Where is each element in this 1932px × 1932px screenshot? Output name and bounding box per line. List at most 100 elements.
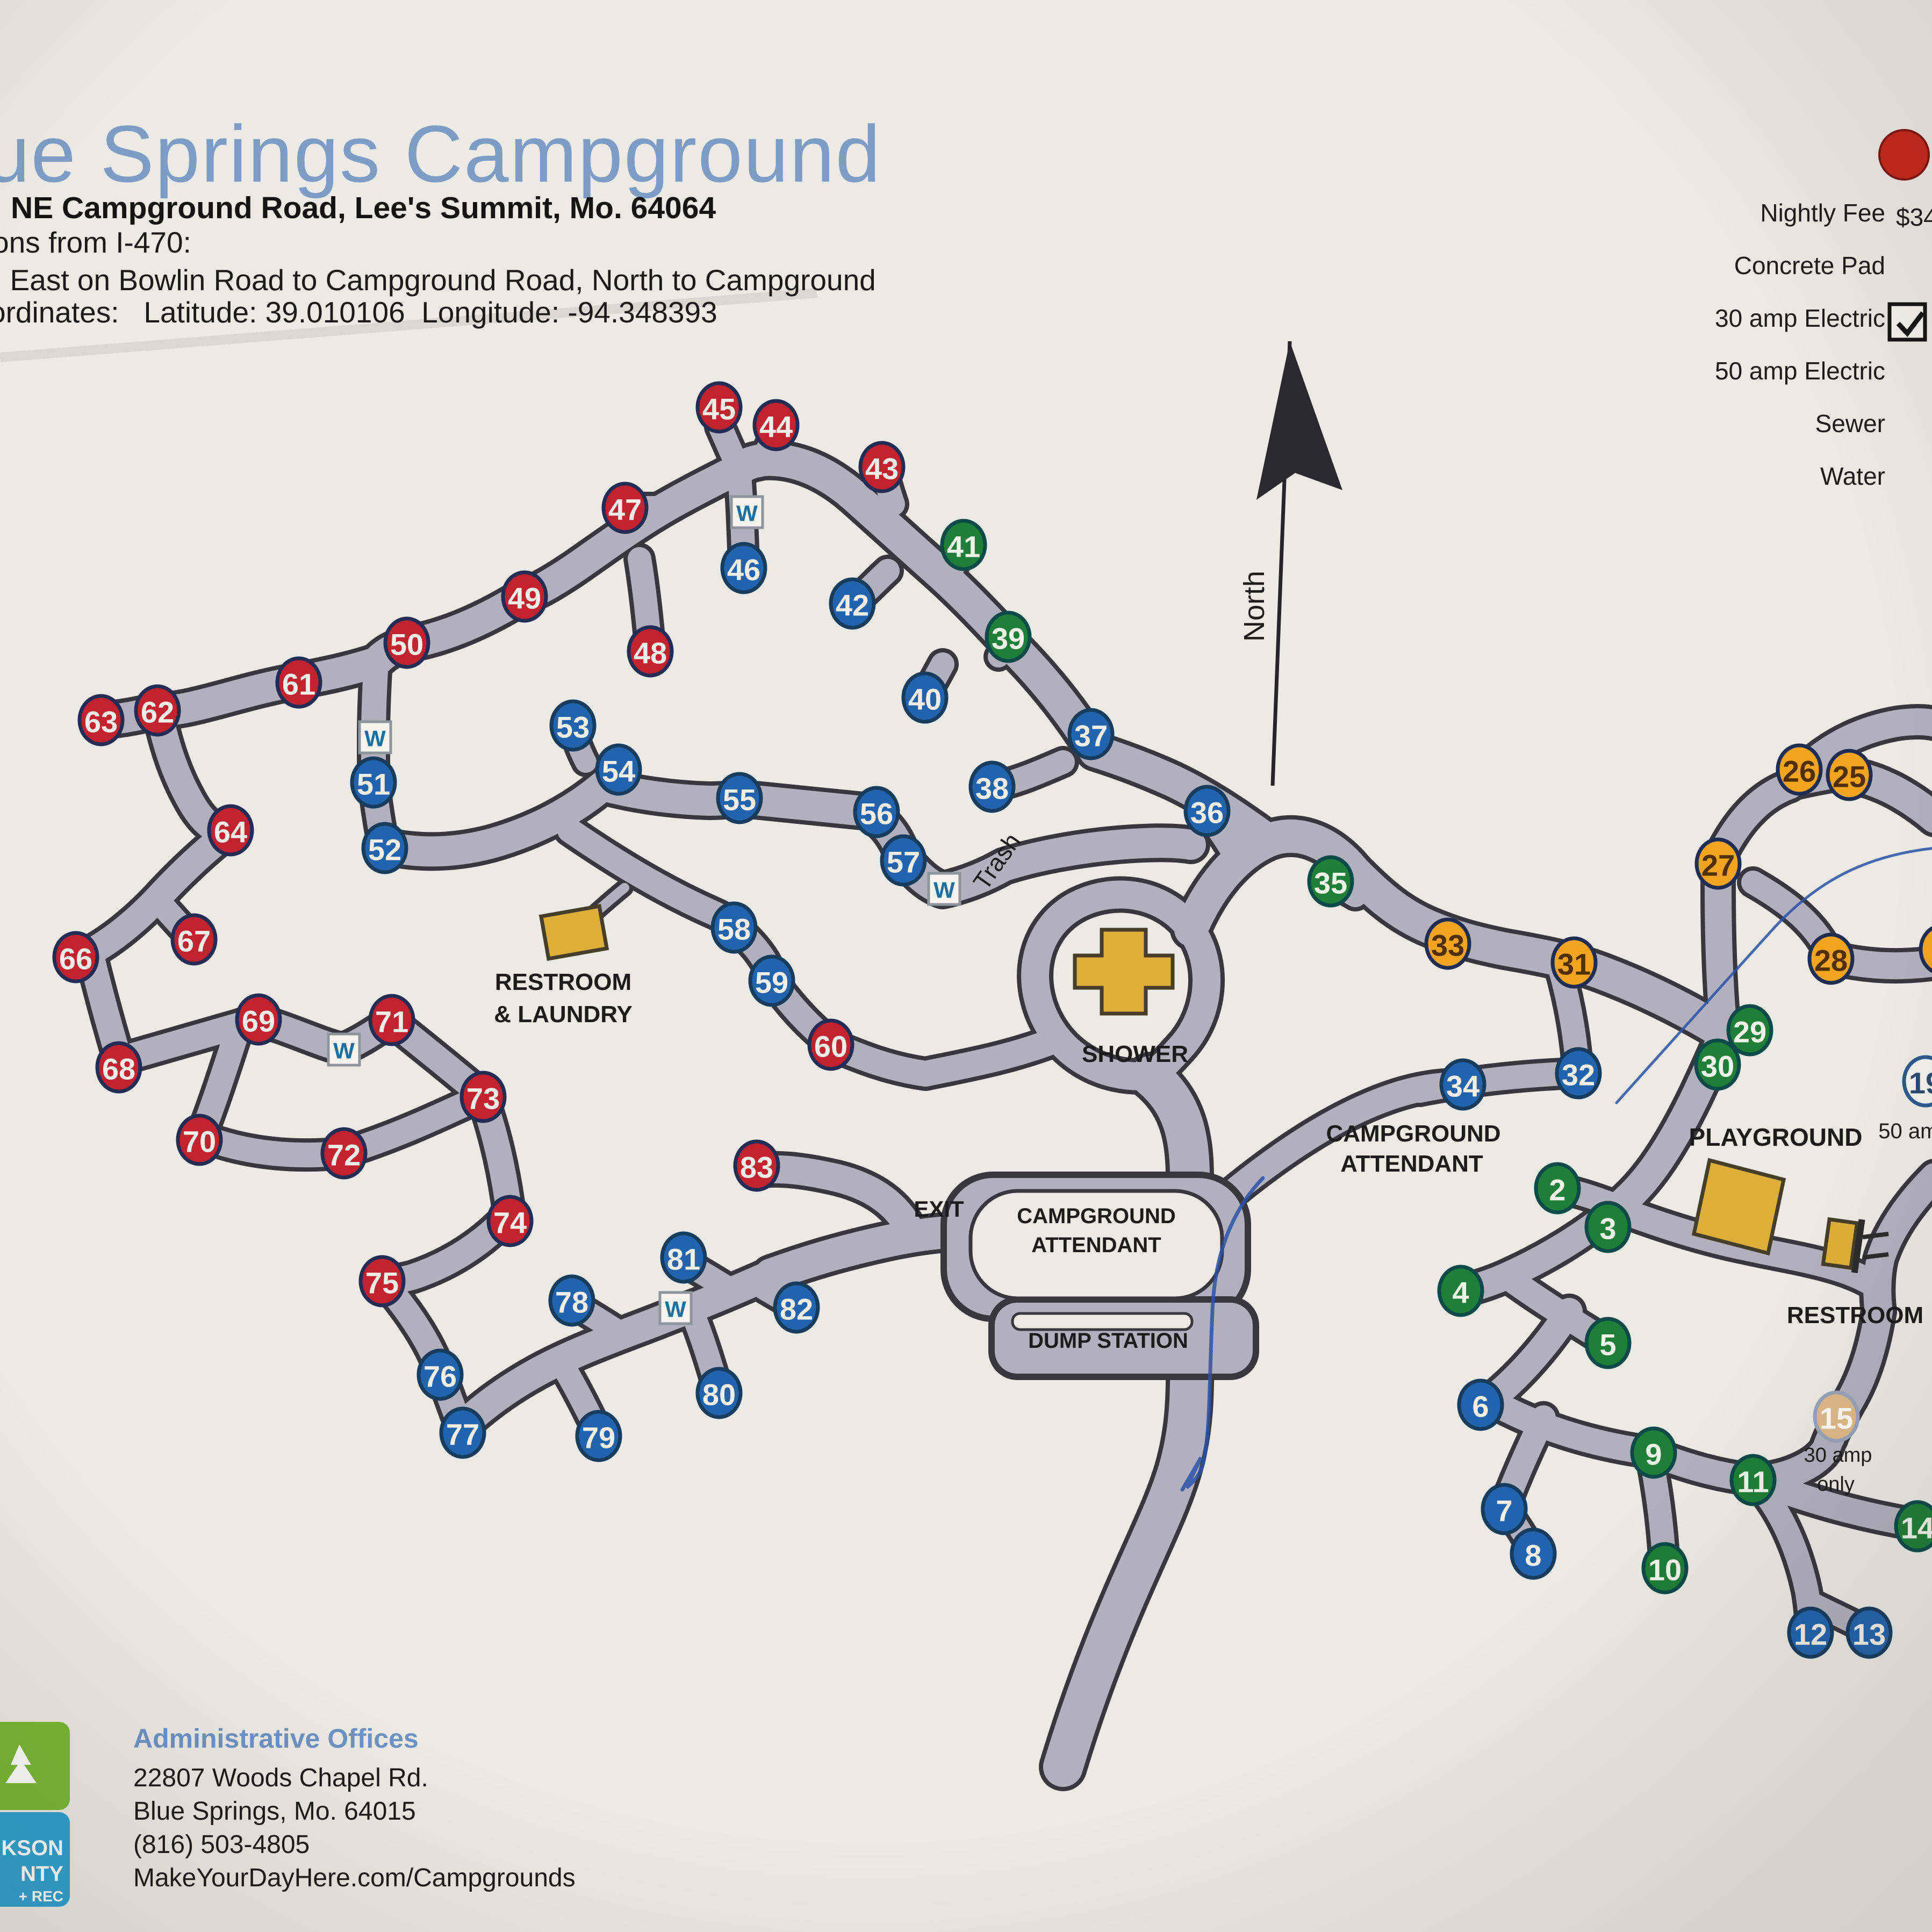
site-marker-32: 32 [1555, 1047, 1602, 1100]
site-number: 35 [1314, 866, 1347, 900]
site-marker-14: 14 [1894, 1500, 1932, 1553]
label-30-amp-only-2: only [1817, 1473, 1855, 1496]
footer-address2: Blue Springs, Mo. 64015 [133, 1797, 416, 1826]
site-number: 25 [1833, 760, 1866, 794]
site-marker-58: 58 [710, 901, 758, 954]
site-number: 27 [1701, 849, 1735, 882]
label-50-amp: 50 amp [1878, 1119, 1932, 1143]
site-marker-47: 47 [601, 482, 649, 534]
site-marker-39: 39 [985, 611, 1032, 663]
site-number: 62 [141, 695, 174, 729]
water-icon: W [736, 501, 758, 526]
site-marker-64: 64 [207, 804, 254, 857]
site-marker-78: 78 [548, 1274, 595, 1327]
water-marker: W [358, 720, 392, 755]
site-marker-30: 30 [1694, 1038, 1741, 1091]
site-number: 6 [1472, 1390, 1489, 1424]
water-marker: W [327, 1032, 361, 1067]
site-number: 81 [667, 1242, 700, 1276]
site-number: 44 [759, 410, 793, 444]
site-marker-11: 11 [1729, 1454, 1777, 1506]
water-marker: W [658, 1291, 693, 1325]
site-marker-19: 19 [1902, 1055, 1932, 1108]
site-marker-10: 10 [1641, 1542, 1689, 1595]
site-number: 48 [634, 636, 667, 670]
water-icon: W [333, 1038, 355, 1064]
site-number: 74 [493, 1206, 527, 1240]
site-marker-12: 12 [1787, 1606, 1834, 1659]
label-restroom-laundry-2: & LAUNDRY [494, 1001, 632, 1028]
site-number: 7 [1496, 1494, 1512, 1528]
site-number: 31 [1557, 947, 1591, 981]
site-marker-4: 4 [1437, 1265, 1484, 1317]
site-marker-79: 79 [575, 1410, 622, 1462]
site-marker-52: 52 [361, 822, 408, 874]
site-marker-75: 75 [358, 1255, 406, 1308]
site-marker-70: 70 [176, 1114, 223, 1166]
site-number: 36 [1190, 796, 1224, 830]
site-number: 30 [1701, 1050, 1734, 1083]
site-number: 58 [717, 913, 751, 946]
site-number: 60 [814, 1030, 848, 1064]
site-number: 13 [1852, 1618, 1886, 1651]
site-marker-83: 83 [733, 1139, 780, 1192]
site-marker-68: 68 [95, 1041, 142, 1094]
site-marker-49: 49 [501, 570, 548, 623]
site-marker-56: 56 [853, 786, 900, 838]
site-number: 80 [702, 1378, 736, 1412]
site-number: 29 [1733, 1015, 1766, 1049]
site-number: 47 [608, 493, 642, 527]
label-campground-attendant-1: CAMPGROUND [1326, 1121, 1500, 1147]
site-number: 19 [1909, 1066, 1932, 1100]
site-marker-60: 60 [807, 1018, 854, 1071]
legend-label: 30 amp Electric [1715, 304, 1885, 332]
site-marker-81: 81 [660, 1231, 707, 1284]
site-marker-31: 31 [1550, 936, 1598, 989]
site-number: 64 [214, 815, 247, 849]
site-marker-59: 59 [748, 954, 795, 1007]
site-number: 63 [84, 705, 118, 739]
site-number: 42 [836, 588, 869, 622]
site-number: 12 [1794, 1618, 1827, 1651]
site-number: 43 [865, 452, 899, 486]
site-number: 71 [375, 1005, 408, 1039]
site-marker-38: 38 [968, 760, 1016, 813]
site-marker-69: 69 [235, 993, 282, 1046]
site-number: 72 [327, 1138, 361, 1172]
page-title: ue Springs Campground [0, 109, 881, 199]
site-number: 61 [282, 667, 315, 701]
legend-label: Nightly Fee [1760, 199, 1885, 227]
label-attendant-oval-2: ATTENDANT [1031, 1233, 1161, 1257]
legend-label: 50 amp Electric [1715, 357, 1885, 385]
site-number: 2 [1549, 1173, 1565, 1207]
site-marker-3: 3 [1584, 1201, 1632, 1253]
logo-text-3: + REC [19, 1888, 63, 1905]
footer-address1: 22807 Woods Chapel Rd. [133, 1764, 428, 1792]
site-number: 69 [242, 1004, 275, 1038]
label-dump-station: DUMP STATION [1028, 1329, 1188, 1353]
site-number: 49 [508, 581, 541, 615]
site-number: 14 [1901, 1511, 1932, 1545]
logo-green-block [0, 1722, 70, 1810]
site-marker-53: 53 [549, 699, 597, 752]
site-number: 75 [365, 1266, 399, 1300]
site-number: 66 [59, 942, 92, 976]
site-marker-13: 13 [1845, 1606, 1893, 1659]
site-marker-7: 7 [1481, 1483, 1528, 1535]
water-icon: W [665, 1297, 686, 1322]
road-island [1011, 1312, 1194, 1331]
site-number: 28 [1814, 944, 1848, 978]
site-marker-74: 74 [486, 1195, 534, 1247]
site-marker-33: 33 [1424, 917, 1471, 970]
site-number: 50 [390, 628, 423, 662]
site-marker-46: 46 [720, 542, 767, 594]
site-marker-42: 42 [829, 577, 876, 630]
site-marker-67: 67 [170, 913, 218, 966]
site-marker-71: 71 [368, 994, 415, 1046]
header-coordinates: ordinates: Latitude: 39.010106 Longitude… [0, 296, 717, 329]
site-number: 53 [556, 710, 590, 744]
legend-label: Water [1820, 462, 1885, 490]
site-number: 33 [1431, 929, 1464, 963]
site-marker-34: 34 [1439, 1058, 1486, 1111]
